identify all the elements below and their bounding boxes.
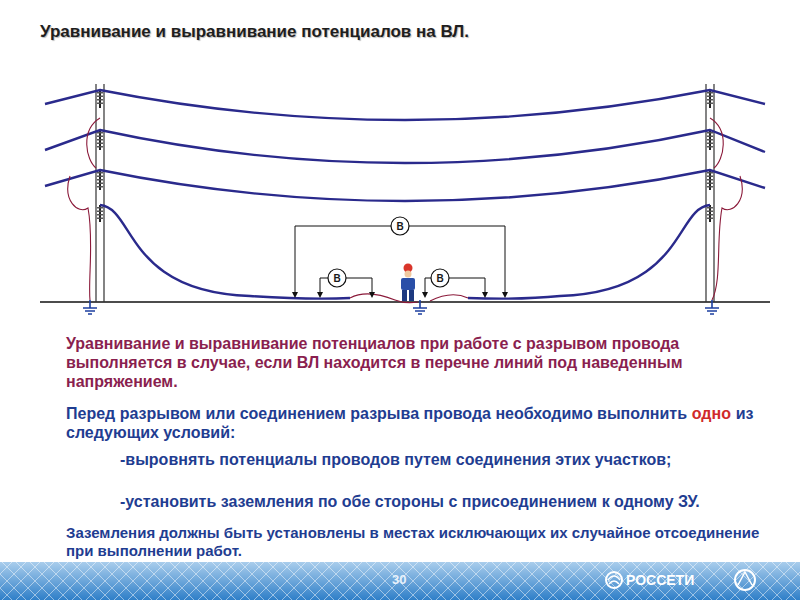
logo [606,570,755,590]
worker [401,264,415,302]
company-logo-text-block: РОССЕТИ [626,572,726,589]
instruction-text: Перед разрывом или соединением разрыва п… [66,405,687,422]
footer-band [0,562,800,600]
voltmeter: В [390,216,410,236]
voltmeter: В [327,268,347,288]
warning-note-block: Заземления должны быть установлены в мес… [66,524,766,560]
instruction-text: одно [692,405,731,422]
ground-symbol [83,300,719,314]
company-logo-text: РОССЕТИ [626,572,694,588]
voltmeter-letter: В [396,221,403,232]
condition-note: Уравнивание и выравнивание потенциалов п… [66,335,682,390]
lead-tip [292,292,508,298]
bullet-item: -выровнять потенциалы проводов путем сое… [120,451,671,468]
voltmeter-lead [295,226,505,296]
bullet-item-block: -установить заземления по обе стороны с … [90,492,750,511]
voltmeter-letter: В [333,273,340,284]
grounding-lead [68,118,742,303]
warning-note: Заземления должны быть установлены в мес… [66,524,759,559]
bullet-item-block: -выровнять потенциалы проводов путем сое… [90,450,750,469]
tower [96,84,714,302]
conductor [45,90,765,299]
condition-note-block: Уравнивание и выравнивание потенциалов п… [66,334,766,392]
slide-title: Уравнивание и выравнивание потенциалов н… [40,22,469,42]
instruction-text-block: Перед разрывом или соединением разрыва п… [66,404,766,442]
footer-lattice [0,562,800,600]
voltmeter: В [430,268,450,288]
slide-number: 30 [392,572,406,587]
bullet-item: -установить заземления по обе стороны с … [120,493,700,510]
voltmeter-letter: В [436,273,443,284]
slide-number-block: 30 [392,572,432,588]
